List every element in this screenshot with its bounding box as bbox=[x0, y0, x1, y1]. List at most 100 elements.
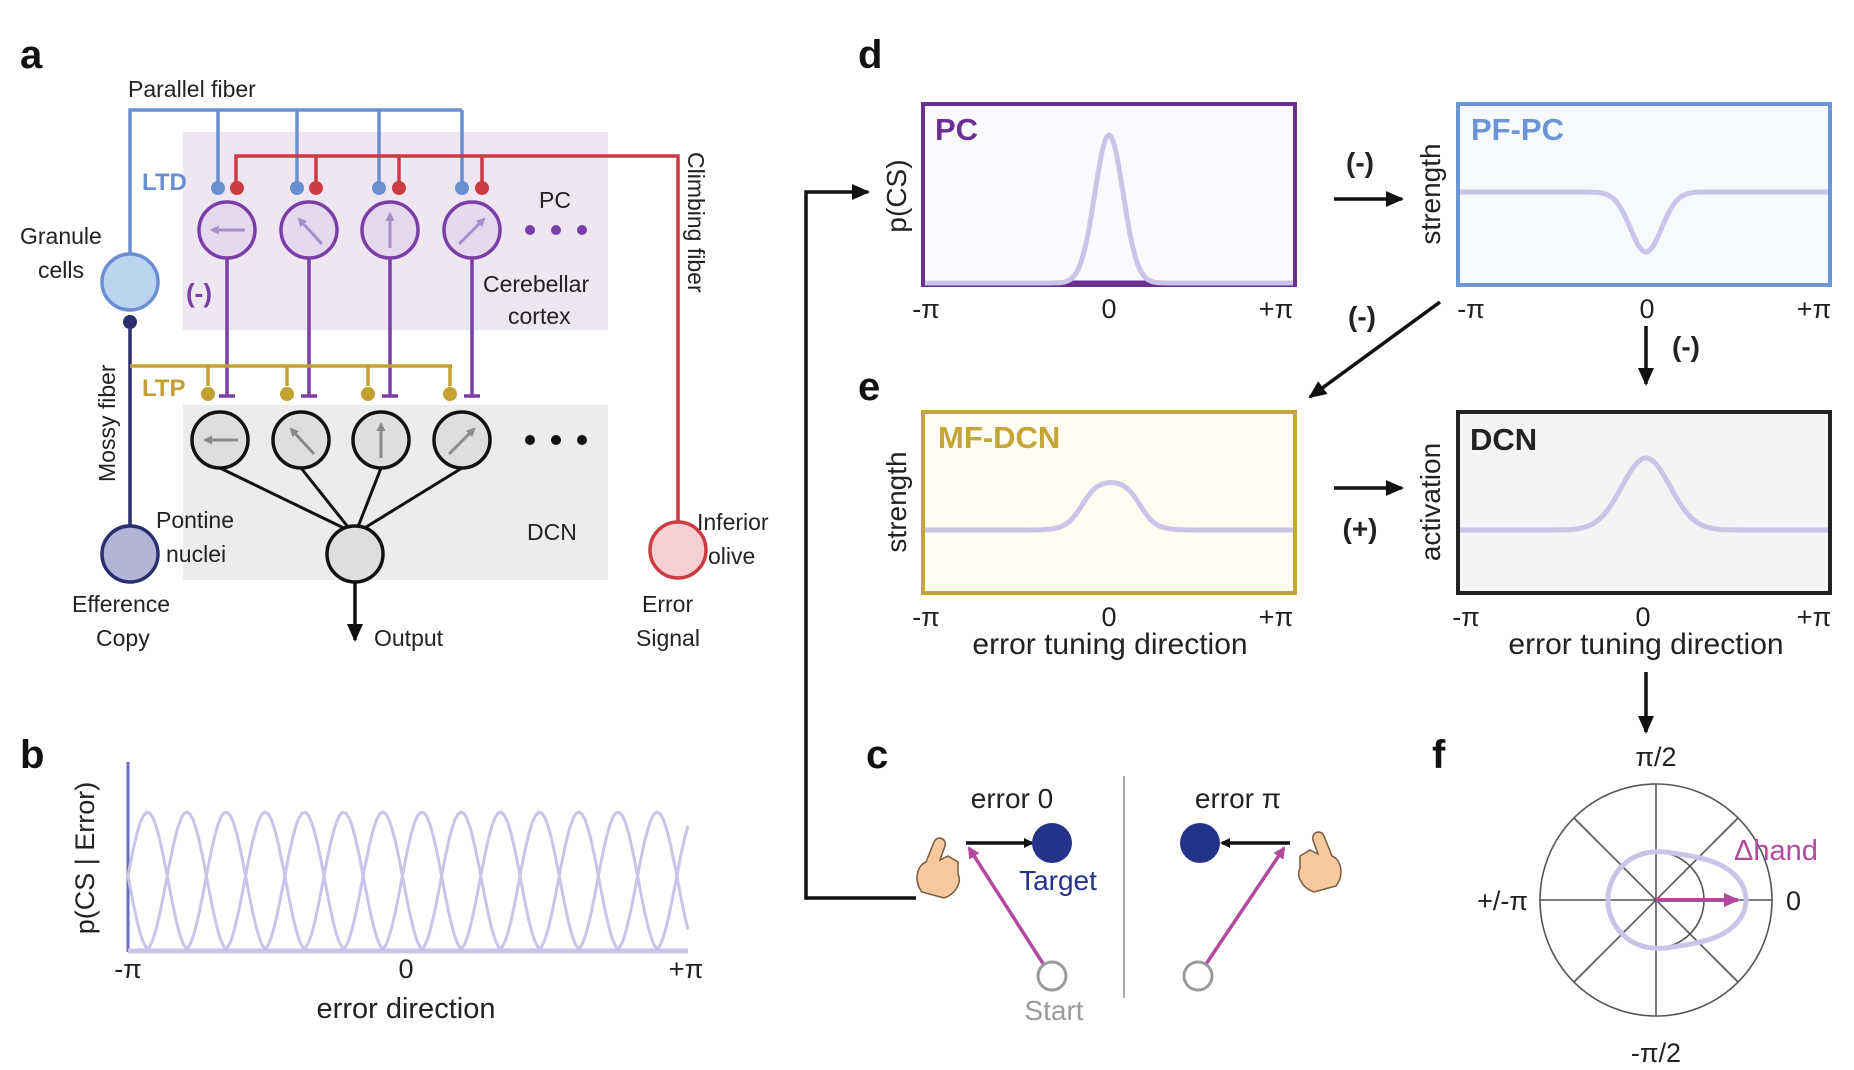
mfdcn-plot-box bbox=[921, 410, 1297, 595]
tuning-b-curve bbox=[128, 810, 688, 952]
panel-d: d PC p(CS) -π 0 +π PF-PC strength -π 0 +… bbox=[858, 33, 1832, 399]
pontine-nuclei-label-2: nuclei bbox=[166, 541, 226, 567]
tuning-b-tick-right: +π bbox=[669, 954, 703, 984]
error-signal-label-1: Error bbox=[642, 591, 693, 617]
panel-label-e: e bbox=[858, 365, 880, 409]
pontine-nuclei-circle bbox=[100, 524, 160, 584]
dcn-plot-ylabel: activation bbox=[1415, 443, 1446, 561]
pfpc-tick-mid: 0 bbox=[1639, 294, 1654, 324]
pc-plot-box bbox=[921, 102, 1297, 287]
pfpc-tuning-curve bbox=[1460, 189, 1828, 255]
feedback-loop-arrow bbox=[804, 184, 916, 900]
mfdcn-to-dcn-sign: (+) bbox=[1343, 513, 1378, 544]
tuning-b-curve bbox=[128, 810, 688, 952]
tuning-b-curve bbox=[128, 810, 690, 952]
pc-label: PC bbox=[539, 187, 571, 213]
panel-label-a: a bbox=[20, 33, 43, 77]
pc-tick-left: -π bbox=[912, 294, 940, 324]
climbing-fiber-synapses bbox=[230, 181, 489, 195]
mfdcn-plot-title: MF-DCN bbox=[938, 420, 1060, 455]
climbing-fiber-label: Climbing fiber bbox=[683, 152, 709, 293]
tuning-b-tick-left: -π bbox=[114, 954, 142, 984]
pfpc-plot-title: PF-PC bbox=[1471, 112, 1564, 147]
tuning-b-curve bbox=[128, 810, 688, 952]
polar-label-right: 0 bbox=[1786, 886, 1801, 916]
mossy-fiber-label: Mossy fiber bbox=[94, 364, 120, 482]
pc-axons bbox=[219, 258, 480, 398]
error-zero-start bbox=[1036, 960, 1068, 992]
polar-label-bottom: -π/2 bbox=[1631, 1038, 1681, 1068]
delta-hand-label: Δhand bbox=[1734, 835, 1818, 867]
dcn-cells bbox=[190, 410, 492, 642]
granule-cells-label-1: Granule bbox=[20, 223, 102, 249]
error-pi-movement-arrow bbox=[1196, 846, 1286, 977]
pfpc-plot-ylabel: strength bbox=[1415, 143, 1446, 244]
pc-plot-title: PC bbox=[935, 112, 978, 147]
mfdcn-tick-left: -π bbox=[912, 602, 940, 632]
inferior-olive-label-2: olive bbox=[708, 543, 755, 569]
tuning-b-curve bbox=[128, 810, 688, 952]
pc-tick-mid: 0 bbox=[1101, 294, 1116, 324]
ltp-synapses bbox=[201, 387, 457, 401]
parallel-fiber-label: Parallel fiber bbox=[128, 76, 256, 102]
dcn-plot-box bbox=[1456, 410, 1832, 595]
pc-tuning-curve bbox=[925, 131, 1293, 286]
ltd-label: LTD bbox=[142, 169, 187, 196]
pc-more-dots bbox=[525, 225, 587, 235]
output-label: Output bbox=[374, 625, 444, 651]
granule-cells-circle bbox=[100, 252, 160, 312]
efference-copy-label-1: Efference bbox=[72, 591, 170, 617]
error-zero-target bbox=[1032, 823, 1072, 863]
pc-to-pfpc-sign: (-) bbox=[1346, 147, 1374, 178]
tuning-b-curve bbox=[126, 810, 688, 952]
panel-label-f: f bbox=[1432, 733, 1446, 777]
polar-label-top: π/2 bbox=[1635, 742, 1676, 772]
polar-label-left: +/-π bbox=[1477, 886, 1528, 916]
tuning-b-tick-mid: 0 bbox=[398, 954, 413, 984]
dcn-tick-mid: 0 bbox=[1635, 602, 1650, 632]
pfpc-to-mfdcn-arrow bbox=[1308, 300, 1442, 399]
tuning-b-curve bbox=[128, 811, 688, 952]
panel-b: b p(CS | Error) -π 0 +π error direction bbox=[20, 733, 703, 1025]
tuning-b-curves bbox=[126, 810, 690, 952]
pc-tick-right: +π bbox=[1259, 294, 1293, 324]
mfdcn-tuning-curve bbox=[925, 480, 1293, 533]
panel-label-d: d bbox=[858, 33, 882, 77]
start-label: Start bbox=[1024, 995, 1083, 1026]
tuning-b-curve bbox=[128, 810, 688, 952]
mfdcn-tick-mid: 0 bbox=[1101, 602, 1116, 632]
pc-inhibition-label: (-) bbox=[186, 278, 212, 308]
dcn-more-dots bbox=[525, 435, 587, 445]
mfdcn-tick-right: +π bbox=[1259, 602, 1293, 632]
tuning-b-curve bbox=[128, 810, 688, 952]
dcn-plot-title: DCN bbox=[1470, 422, 1537, 457]
hand-icon-mirrored bbox=[1298, 831, 1342, 893]
tuning-b-curve bbox=[128, 811, 688, 952]
dcn-label: DCN bbox=[527, 519, 577, 545]
granule-cells-label-2: cells bbox=[38, 257, 84, 283]
tuning-b-curve bbox=[128, 811, 688, 952]
cerebellar-cortex-label-1: Cerebellar bbox=[483, 271, 589, 297]
dcn-tick-right: +π bbox=[1797, 602, 1831, 632]
pfpc-tick-right: +π bbox=[1797, 294, 1831, 324]
mfdcn-plot-ylabel: strength bbox=[881, 451, 912, 552]
ltp-fiber bbox=[130, 364, 452, 386]
inferior-olive-circle bbox=[648, 520, 708, 580]
efference-copy-label-2: Copy bbox=[96, 625, 150, 651]
error-pi-start bbox=[1182, 960, 1214, 992]
mfdcn-xlabel: error tuning direction bbox=[972, 628, 1247, 661]
target-label: Target bbox=[1019, 865, 1097, 896]
dcn-tuning-curve bbox=[1460, 455, 1828, 533]
ltp-label: LTP bbox=[142, 375, 186, 402]
panel-c: c error 0 Target Start error π bbox=[804, 184, 1342, 1026]
tuning-b-curve bbox=[128, 810, 688, 952]
dcn-xlabel: error tuning direction bbox=[1508, 628, 1783, 661]
ltd-synapses bbox=[211, 181, 469, 195]
error-pi-target bbox=[1180, 823, 1220, 863]
tuning-b-ylabel: p(CS | Error) bbox=[70, 782, 100, 935]
hand-icon bbox=[916, 837, 960, 899]
cerebellar-cortex-label-2: cortex bbox=[508, 303, 571, 329]
pfpc-to-dcn-sign: (-) bbox=[1672, 331, 1700, 362]
inferior-olive-label-1: Inferior bbox=[697, 509, 769, 535]
